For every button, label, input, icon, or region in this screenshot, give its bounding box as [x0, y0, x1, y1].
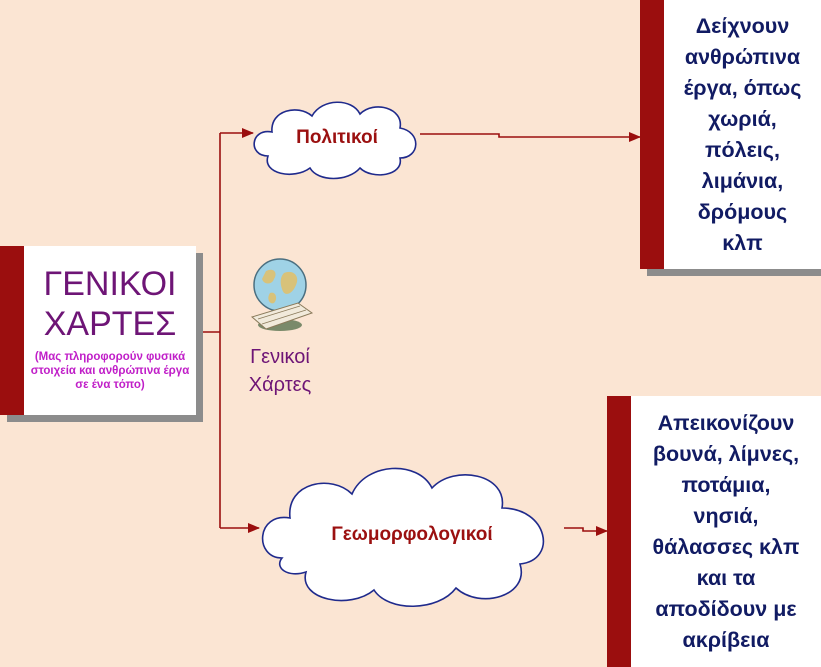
cloud-political-label: Πολιτικοί: [296, 126, 378, 148]
globe-map-icon: [244, 255, 318, 340]
political-description-box: Δείχνουν ανθρώπινα έργα, όπως χωριά, πόλ…: [640, 0, 821, 269]
main-title: ΓΕΝΙΚΟΙ ΧΑΡΤΕΣ: [43, 264, 177, 343]
geomorphological-description: Απεικονίζουν βουνά, λίμνες, ποτάμια, νησ…: [652, 410, 800, 652]
political-description: Δείχνουν ανθρώπινα έργα, όπως χωριά, πόλ…: [683, 13, 802, 255]
arrow-to-geo-box: [564, 526, 608, 536]
cloud-geomorphological: Γεωμορφολογικοί: [258, 460, 566, 610]
globe-caption: Γενικοί Χάρτες: [248, 346, 312, 396]
arrow-to-political-box: [420, 132, 641, 142]
cloud-political: Πολιτικοί: [252, 94, 422, 181]
geomorphological-description-box: Απεικονίζουν βουνά, λίμνες, ποτάμια, νησ…: [607, 396, 821, 667]
cloud-shape: [261, 467, 545, 607]
cloud-geomorphological-label: Γεωμορφολογικοί: [331, 524, 493, 545]
main-topic-box: ΓΕΝΙΚΟΙ ΧΑΡΤΕΣ (Μας πληροφορούν φυσικά σ…: [0, 246, 196, 415]
main-subtitle: (Μας πληροφορούν φυσικά στοιχεία και ανθ…: [30, 350, 190, 391]
cloud-shape: [253, 101, 417, 180]
